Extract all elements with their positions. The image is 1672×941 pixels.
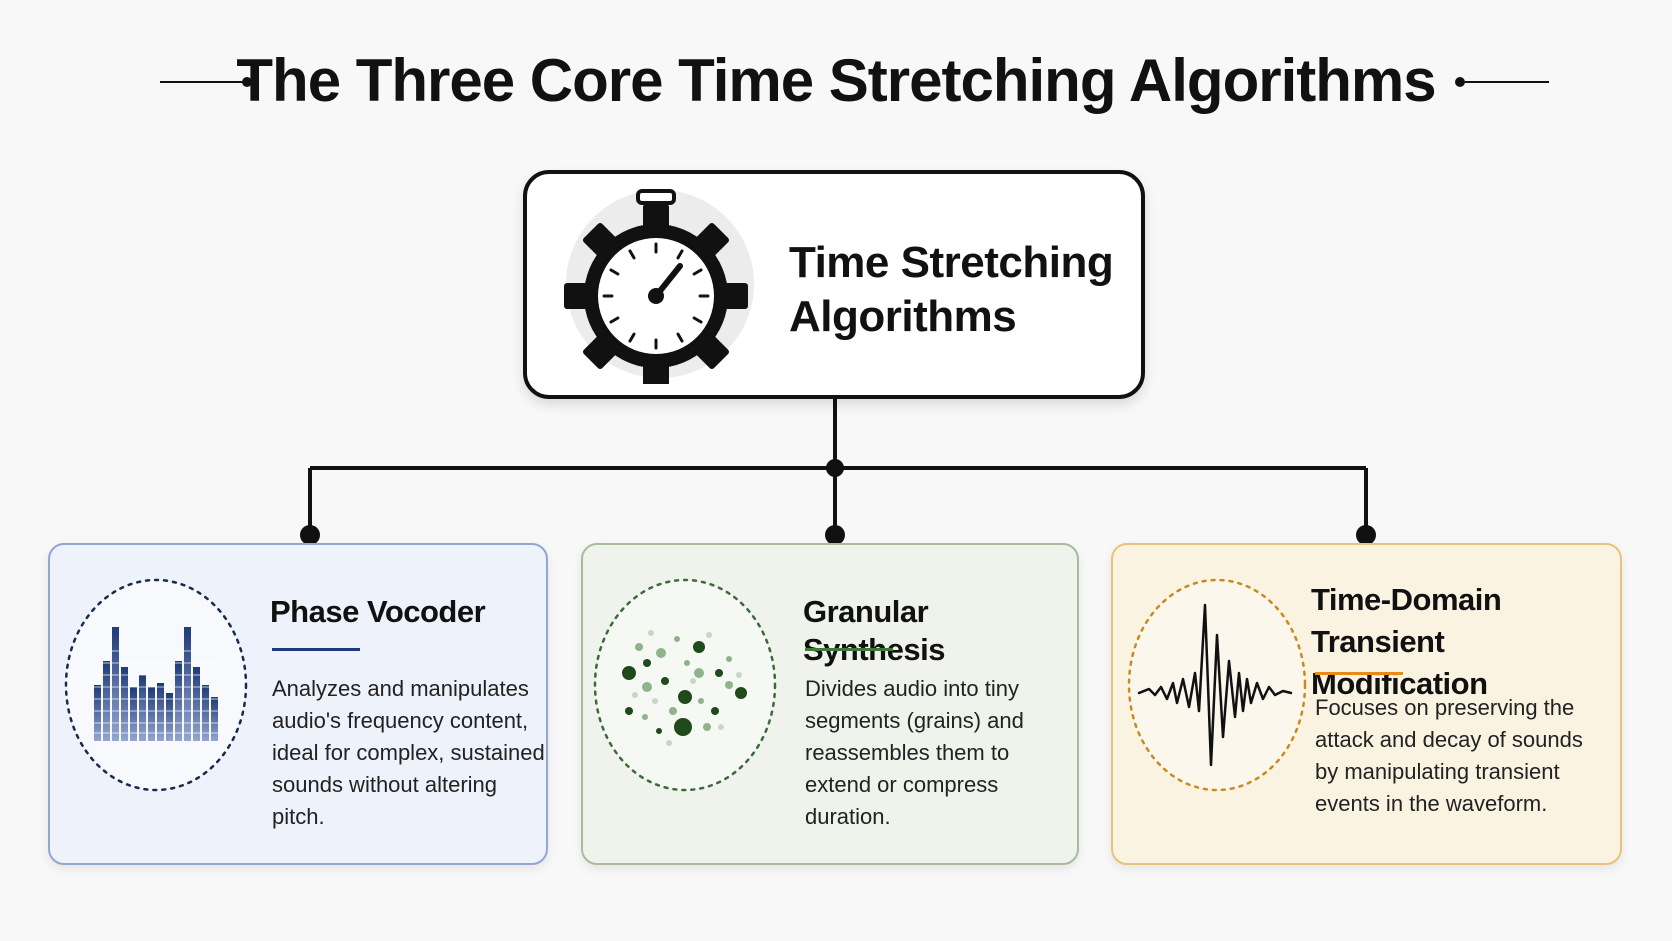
- transient-waveform-icon: [1127, 578, 1307, 792]
- card-phase-vocoder: Phase Vocoder Analyzes and manipulates a…: [48, 543, 548, 865]
- card-description: Analyzes and manipulates audio's frequen…: [272, 676, 545, 829]
- spectrum-bars-icon: [64, 578, 248, 792]
- card-transient-modification: Time-Domain Transient Modification Focus…: [1111, 543, 1622, 865]
- card-description: Divides audio into tiny segments (grains…: [805, 676, 1024, 829]
- root-node: Time Stretching Algorithms: [523, 170, 1145, 399]
- node-dot-left: [300, 525, 320, 545]
- node-dot-right: [1356, 525, 1376, 545]
- stopwatch-gear-icon: [564, 189, 754, 384]
- card-accent-rule: [805, 648, 893, 651]
- title-decoration-dot-left: [242, 77, 252, 87]
- title-wrap: The Three Core Time Stretching Algorithm…: [0, 40, 1672, 120]
- root-label: Time Stretching Algorithms: [789, 238, 1114, 341]
- card-accent-rule: [1315, 672, 1403, 675]
- page-title: The Three Core Time Stretching Algorithm…: [236, 46, 1436, 114]
- card-description: Focuses on preserving the attack and dec…: [1315, 695, 1583, 816]
- card-accent-rule: [272, 648, 360, 651]
- title-decoration-right: [1465, 81, 1549, 83]
- node-dot-center: [825, 525, 845, 545]
- junction-dot: [826, 459, 844, 477]
- grain-particles-icon: [593, 578, 777, 792]
- card-granular-synthesis: Granular Synthesis Divides audio into ti…: [581, 543, 1079, 865]
- card-title: Time-Domain Transient Modification: [1311, 582, 1502, 701]
- title-decoration-left: [160, 81, 244, 83]
- card-title: Phase Vocoder: [270, 594, 486, 629]
- card-title: Granular Synthesis: [803, 594, 945, 667]
- title-decoration-dot-right: [1455, 77, 1465, 87]
